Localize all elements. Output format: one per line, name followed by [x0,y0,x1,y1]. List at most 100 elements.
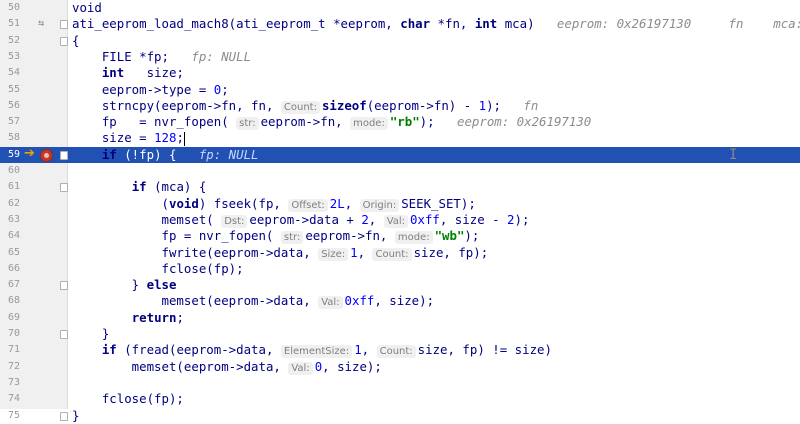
code-line[interactable]: 74 fclose(fp); [0,391,800,407]
code-line[interactable]: 61 if (mca) { [0,179,800,195]
editor-gutter[interactable] [0,0,68,409]
code-line[interactable]: 63 memset( Dst:eeprom->data + 2, Val:0xf… [0,212,800,228]
code-line[interactable]: 71 if (fread(eeprom->data, ElementSize:1… [0,342,800,359]
code-token: *fn, [430,16,475,32]
code-text: strncpy(eeprom->fn, fn, Count:sizeof(eep… [72,98,538,114]
code-token: eeprom->type = [72,81,214,97]
line-number: 57 [7,116,20,128]
code-line[interactable]: 67 } else [0,277,800,293]
code-token: , size); [374,293,435,309]
inline-debug-value: fn [523,97,539,113]
code-line[interactable]: 54 int size; [0,65,800,81]
fold-marker-icon[interactable] [60,281,68,291]
code-line[interactable]: 68 memset(eeprom->data, Val:0xff, size); [0,293,800,310]
code-line[interactable]: 56 strncpy(eeprom->fn, fn, Count:sizeof(… [0,98,800,114]
code-line[interactable]: 51⇆ati_eeprom_load_mach8(ati_eeprom_t *e… [0,16,800,32]
code-token: memset(eeprom->data, [72,293,319,309]
code-line[interactable]: 55 eeprom->type = 0; [0,82,800,98]
parameter-hint: Dst: [221,214,248,228]
code-token: eeprom->data + [249,211,362,227]
parameter-hint: Offset: [288,198,328,212]
code-line[interactable]: 66 fclose(fp); [0,261,800,277]
code-token: fp = nvr_fopen( [72,228,281,244]
code-token [72,342,102,357]
code-token: 0 [213,81,222,97]
line-number: 67 [7,279,20,291]
code-token: eeprom->fn, [260,114,351,130]
parameter-hint: str: [236,117,259,131]
code-token: 128 [154,130,177,146]
line-number: 64 [7,230,20,242]
breakpoint-icon[interactable] [40,148,53,162]
fold-marker-icon[interactable] [60,411,68,421]
fold-marker-icon[interactable] [60,330,68,339]
code-line[interactable]: 62 (void) fseek(fp, Offset:2L, Origin:SE… [0,196,800,212]
code-token: (!fp) { [116,146,199,162]
inline-debug-value: fp: NULL [191,48,252,64]
line-number: 58 [7,132,20,144]
fold-marker-icon[interactable] [60,150,68,160]
parameter-hint: ElementSize: [280,345,353,359]
line-number: 55 [7,83,20,95]
inline-debug-value: eeprom: 0x26197130 [456,114,592,130]
code-line[interactable]: 58 size = 128; [0,130,800,146]
code-line[interactable]: 50 void [0,0,800,16]
fold-marker-icon[interactable] [60,183,68,193]
code-token: size, fp) != size) [417,342,552,358]
code-token: int [101,65,125,81]
code-token: ; [176,309,184,325]
parameter-hint: mode: [394,231,433,245]
code-token: sizeof [321,97,367,113]
parameter-hint: str: [280,231,304,245]
inline-debug-value: eeprom: 0x26197130 fn mca: 1 [556,16,800,32]
line-number: 56 [7,99,20,111]
line-number: 53 [7,50,20,62]
code-token: 1 [354,342,362,358]
code-token: if [101,146,117,162]
code-line[interactable]: 53 FILE *fp; fp: NULL [0,49,800,65]
code-token: 0xff [410,211,440,227]
code-text: FILE *fp; fp: NULL [72,49,251,65]
code-token: size = [72,130,155,146]
line-number: 51 [7,18,20,30]
code-line[interactable]: 59➔ if (!fp) { fp: NULL [0,145,800,163]
code-line[interactable]: 73 [0,375,800,391]
code-line[interactable]: 69 return; [0,310,800,326]
code-line[interactable]: 60 [0,163,800,179]
code-token: ; [176,130,184,146]
code-token: fp = nvr_fopen( [72,114,237,130]
code-token: memset( [72,211,222,227]
code-text: } [72,326,110,341]
code-token [72,147,102,162]
code-text: fclose(fp); [72,391,184,407]
code-line[interactable]: 72 memset(eeprom->data, Val:0, size); [0,359,800,375]
code-line[interactable]: 70 } [0,326,800,342]
code-token: "wb" [434,228,465,244]
code-text: void [72,0,102,15]
parameter-hint: Origin: [359,198,400,212]
code-line[interactable]: 57 fp = nvr_fopen( str:eeprom->fn, mode:… [0,114,800,131]
execution-point-arrow-icon: ➔ [24,145,35,161]
line-number: 72 [7,360,20,372]
fold-marker-icon[interactable] [60,20,68,30]
line-number: 50 [7,2,20,13]
code-token: } [72,277,147,293]
inline-debug-value: fp: NULL [198,146,259,162]
code-token: mca) [497,16,557,32]
code-line[interactable]: 64 fp = nvr_fopen( str:eeprom->fn, mode:… [0,228,800,245]
code-token: , size); [322,358,382,374]
code-line[interactable]: 65 fwrite(eeprom->data, Size:1, Count:si… [0,245,800,261]
code-token: 0xff [344,293,375,309]
code-token: if [131,179,147,195]
code-line[interactable]: 52{ [0,33,800,49]
text-caret [183,131,185,146]
code-token: , [344,195,360,211]
code-token: 1 [350,244,358,260]
line-number: 61 [7,181,20,193]
code-token: 1 [478,97,487,113]
implements-icon[interactable]: ⇆ [38,18,45,30]
line-number: 71 [7,344,20,356]
code-line[interactable]: 75} [0,408,800,424]
fold-marker-icon[interactable] [60,36,68,46]
